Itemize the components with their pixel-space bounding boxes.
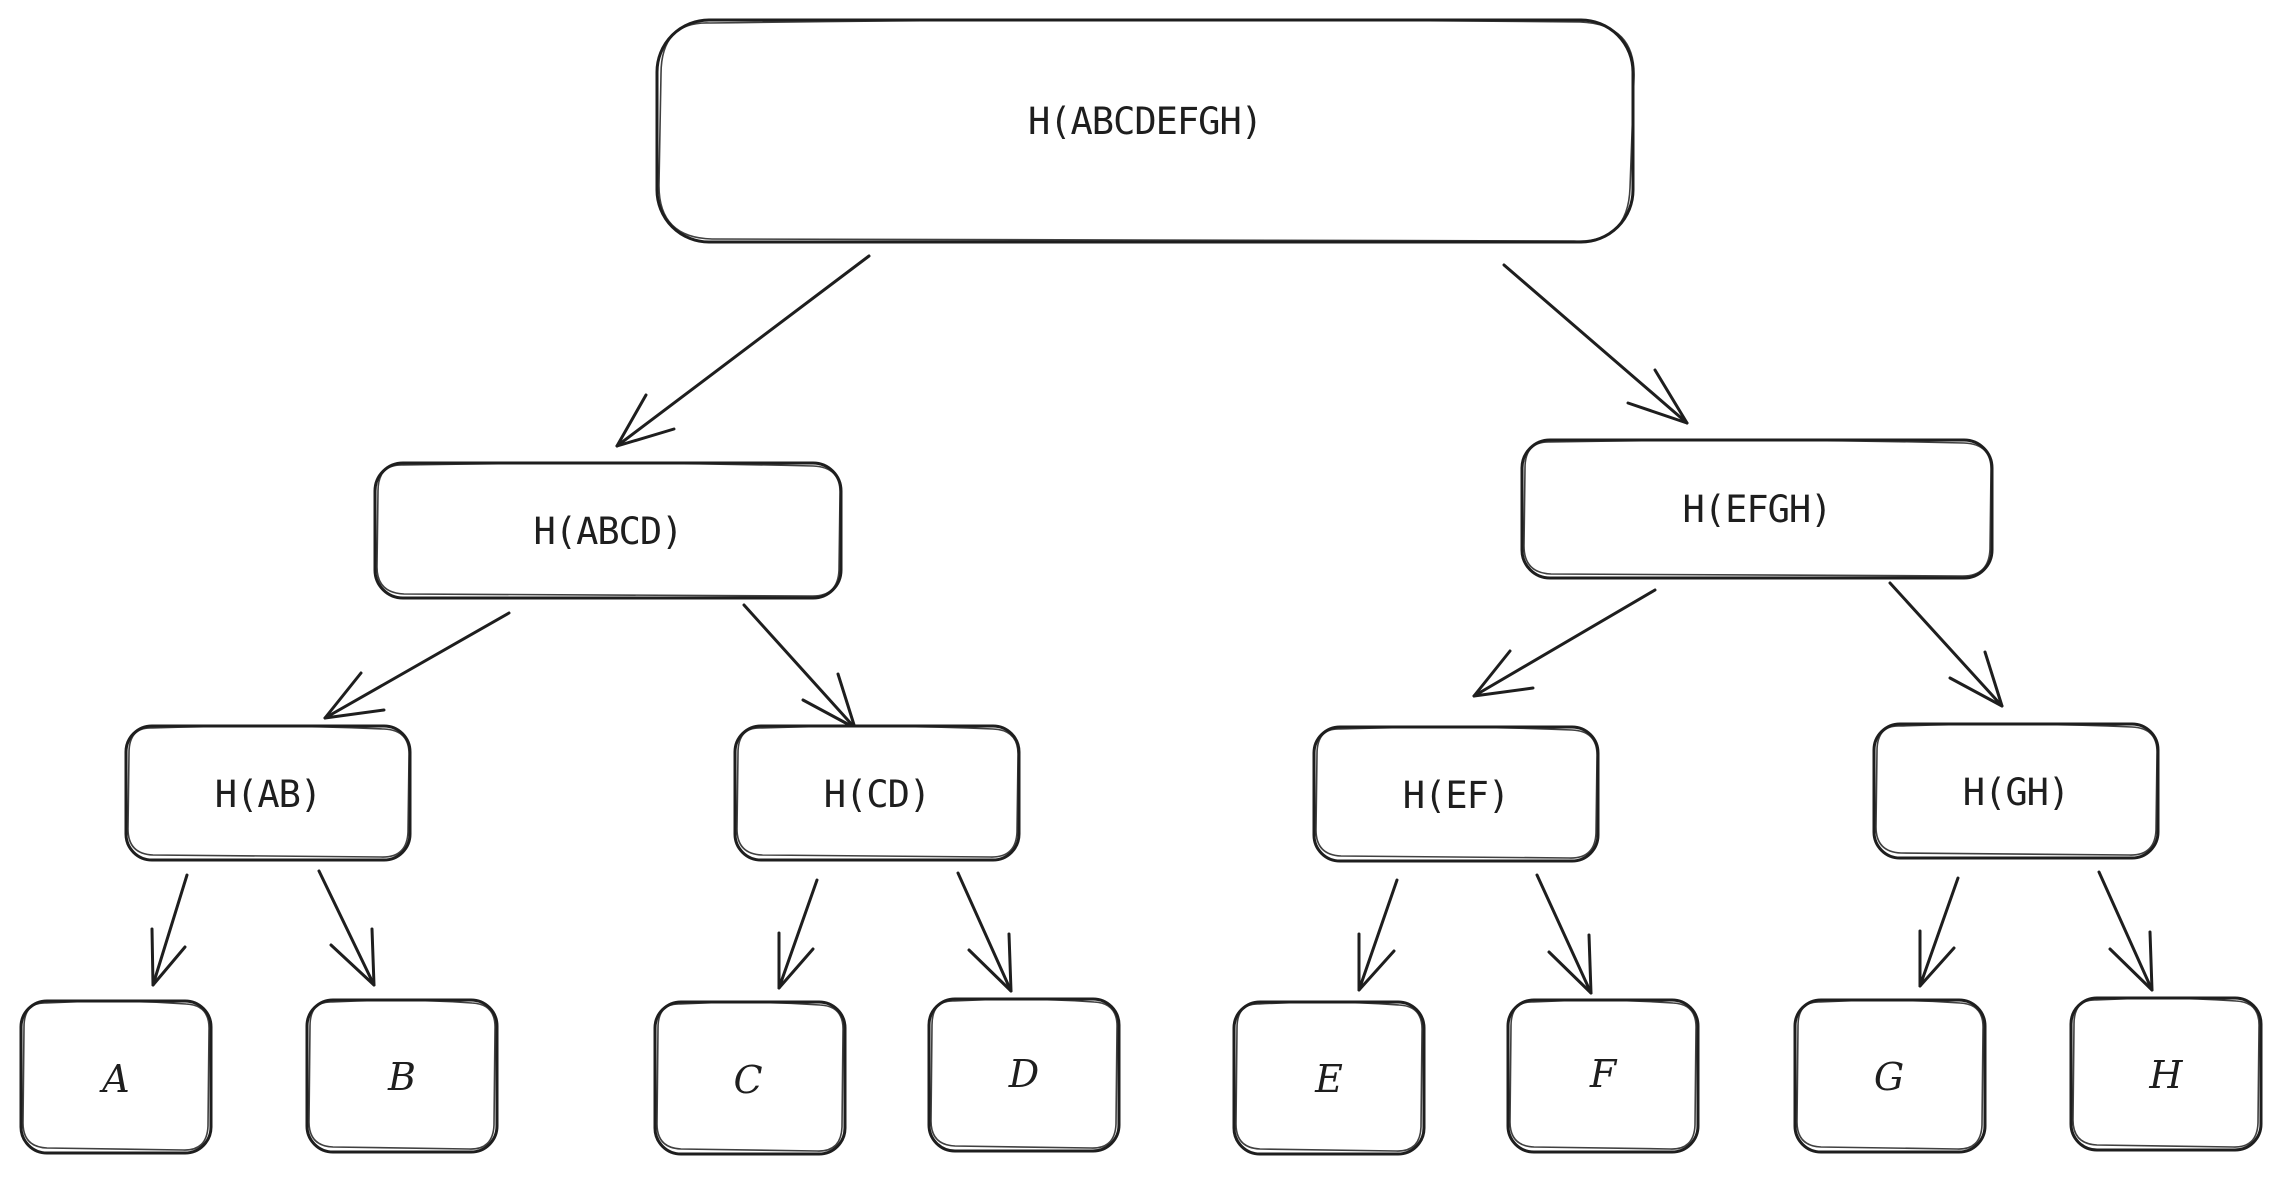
edge-ab-to-b	[317, 869, 376, 987]
node-h-cd[interactable]: H(CD)	[733, 724, 1021, 862]
node-h-gh[interactable]: H(GH)	[1872, 722, 2160, 860]
leaf-c[interactable]: C	[653, 1000, 847, 1156]
h-ab-label: H(AB)	[215, 773, 321, 816]
edge-cd-to-c	[777, 878, 819, 990]
edge-ef-to-e	[1357, 878, 1399, 992]
root-node[interactable]: H(ABCDEFGH)	[655, 18, 1635, 244]
leaf-b[interactable]: B	[305, 998, 499, 1154]
leaf-d-label: D	[1008, 1052, 1039, 1096]
edge-abcd-to-cd	[742, 603, 857, 730]
edge-ef-to-f	[1535, 873, 1593, 995]
edge-cd-to-d	[956, 871, 1013, 993]
edge-efgh-to-ef	[1472, 588, 1657, 698]
edge-gh-to-h	[2097, 870, 2154, 992]
edge-root-to-efgh	[1502, 263, 1689, 425]
edge-efgh-to-gh	[1888, 581, 2004, 708]
root-hash-label: H(ABCDEFGH)	[1028, 100, 1262, 143]
node-h-ef[interactable]: H(EF)	[1312, 725, 1600, 863]
edge-gh-to-g	[1918, 876, 1960, 988]
leaf-h[interactable]: H	[2069, 996, 2263, 1152]
edge-abcd-to-ab	[323, 611, 511, 720]
node-h-abcd[interactable]: H(ABCD)	[373, 461, 843, 600]
tree-edges	[150, 254, 2154, 995]
leaf-a[interactable]: A	[19, 999, 213, 1155]
node-h-ab[interactable]: H(AB)	[124, 724, 412, 862]
node-h-efgh[interactable]: H(EFGH)	[1520, 438, 1994, 580]
h-cd-label: H(CD)	[824, 773, 930, 816]
edge-root-to-abcd	[615, 254, 871, 448]
leaf-c-label: C	[733, 1058, 762, 1102]
leaf-a-label: A	[99, 1057, 129, 1101]
leaf-f[interactable]: F	[1506, 998, 1700, 1154]
leaf-f-label: F	[1589, 1052, 1618, 1096]
h-abcd-label: H(ABCD)	[534, 510, 683, 553]
leaf-d[interactable]: D	[927, 997, 1121, 1153]
leaf-e-label: E	[1314, 1057, 1343, 1101]
h-efgh-label: H(EFGH)	[1683, 488, 1832, 531]
leaf-g[interactable]: G	[1793, 998, 1987, 1154]
h-ef-label: H(EF)	[1403, 774, 1509, 817]
leaf-g-label: G	[1874, 1055, 1904, 1099]
leaf-e[interactable]: E	[1232, 1000, 1426, 1156]
h-gh-label: H(GH)	[1963, 771, 2069, 814]
leaf-h-label: H	[2148, 1053, 2183, 1097]
edge-ab-to-a	[150, 873, 189, 987]
leaf-b-label: B	[387, 1055, 416, 1099]
